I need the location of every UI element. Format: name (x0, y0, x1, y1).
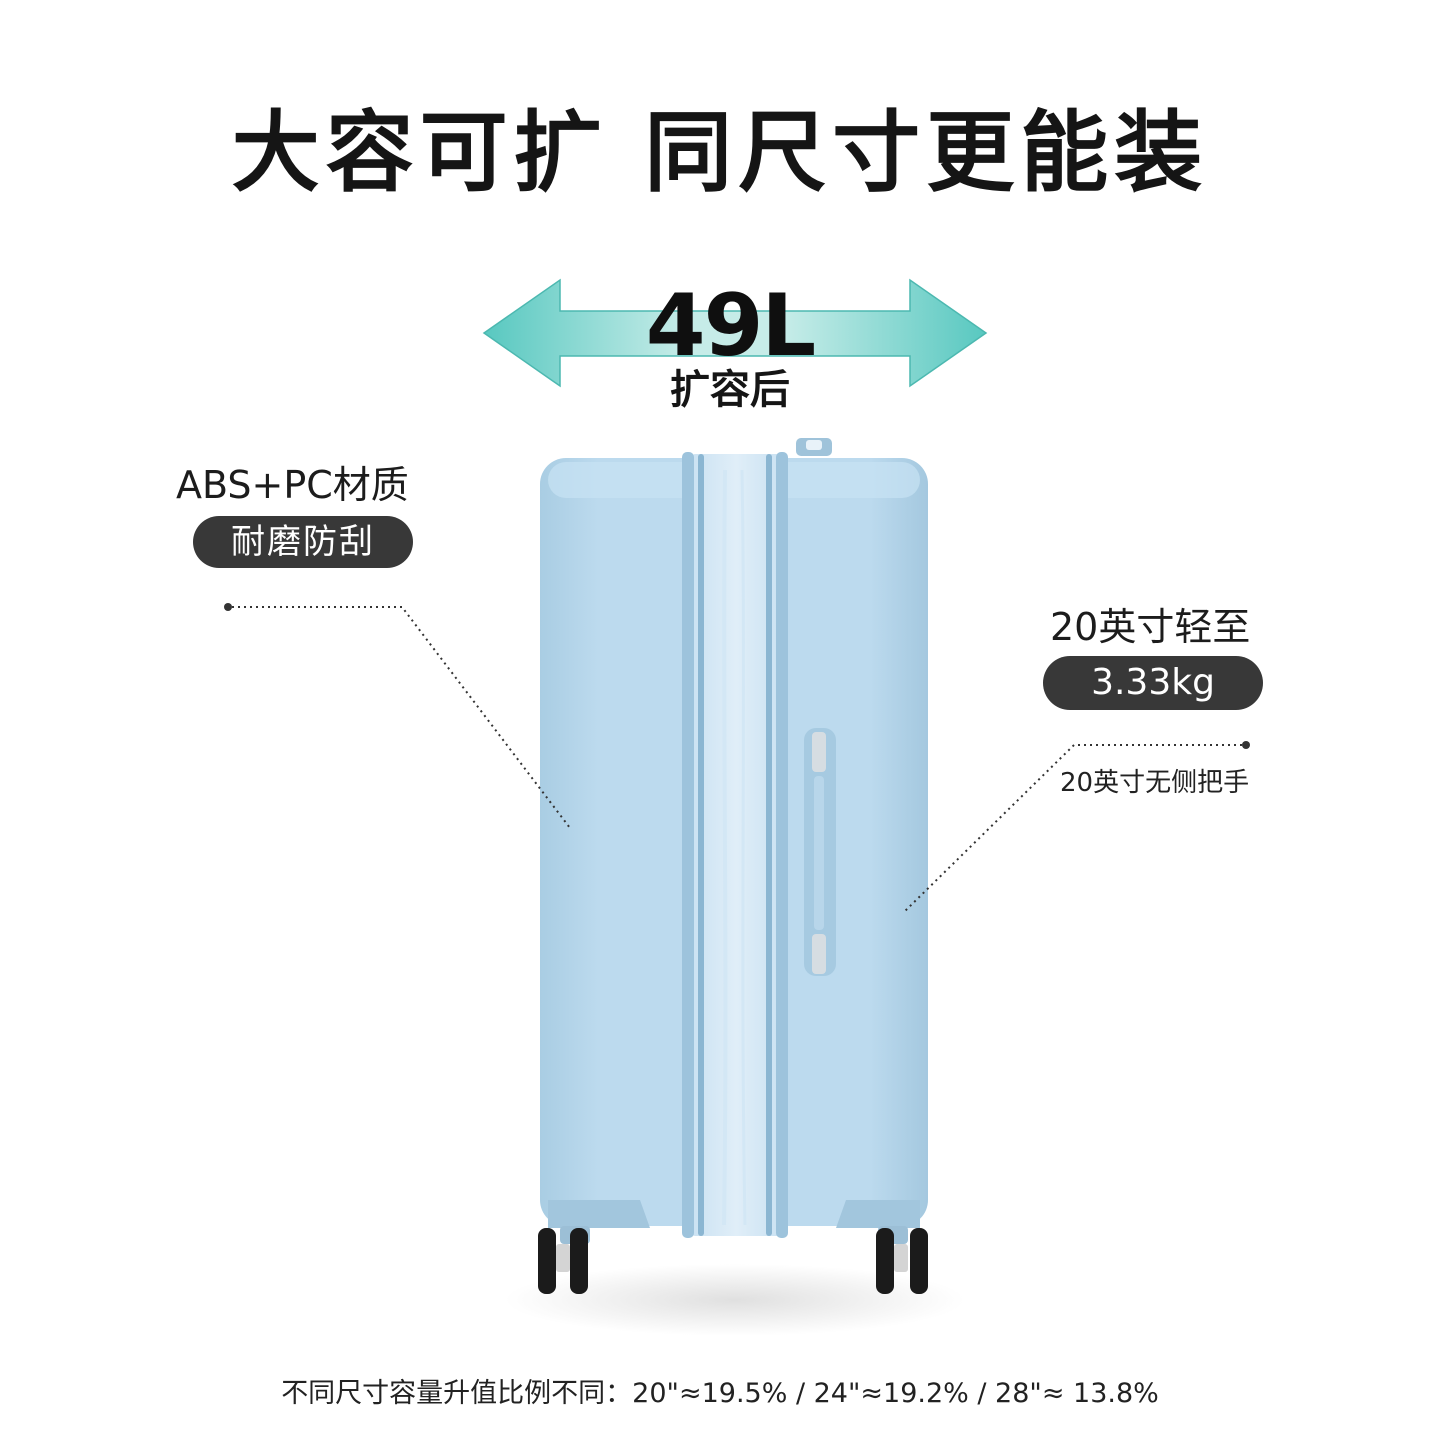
weight-title: 20英寸轻至 (1050, 605, 1251, 649)
material-badge: 耐磨防刮 (193, 516, 413, 568)
page-headline: 大容可扩 同尺寸更能装 (231, 101, 1209, 204)
suitcase-image (538, 438, 928, 1294)
double-headed-arrow-icon (482, 278, 988, 388)
capacity-value: 49L (645, 276, 816, 376)
weight-badge: 3.33kg (1043, 656, 1263, 710)
weight-leader-line (903, 741, 1250, 913)
weight-note: 20英寸无侧把手 (1060, 768, 1250, 798)
floor-shadow (505, 1264, 965, 1336)
material-title: ABS+PC材质 (176, 463, 409, 507)
material-leader-line (224, 603, 571, 829)
capacity-caption: 扩容后 (670, 367, 790, 413)
capacity-footnote: 不同尺寸容量升值比例不同：20"≈19.5% / 24"≈19.2% / 28"… (281, 1378, 1159, 1409)
